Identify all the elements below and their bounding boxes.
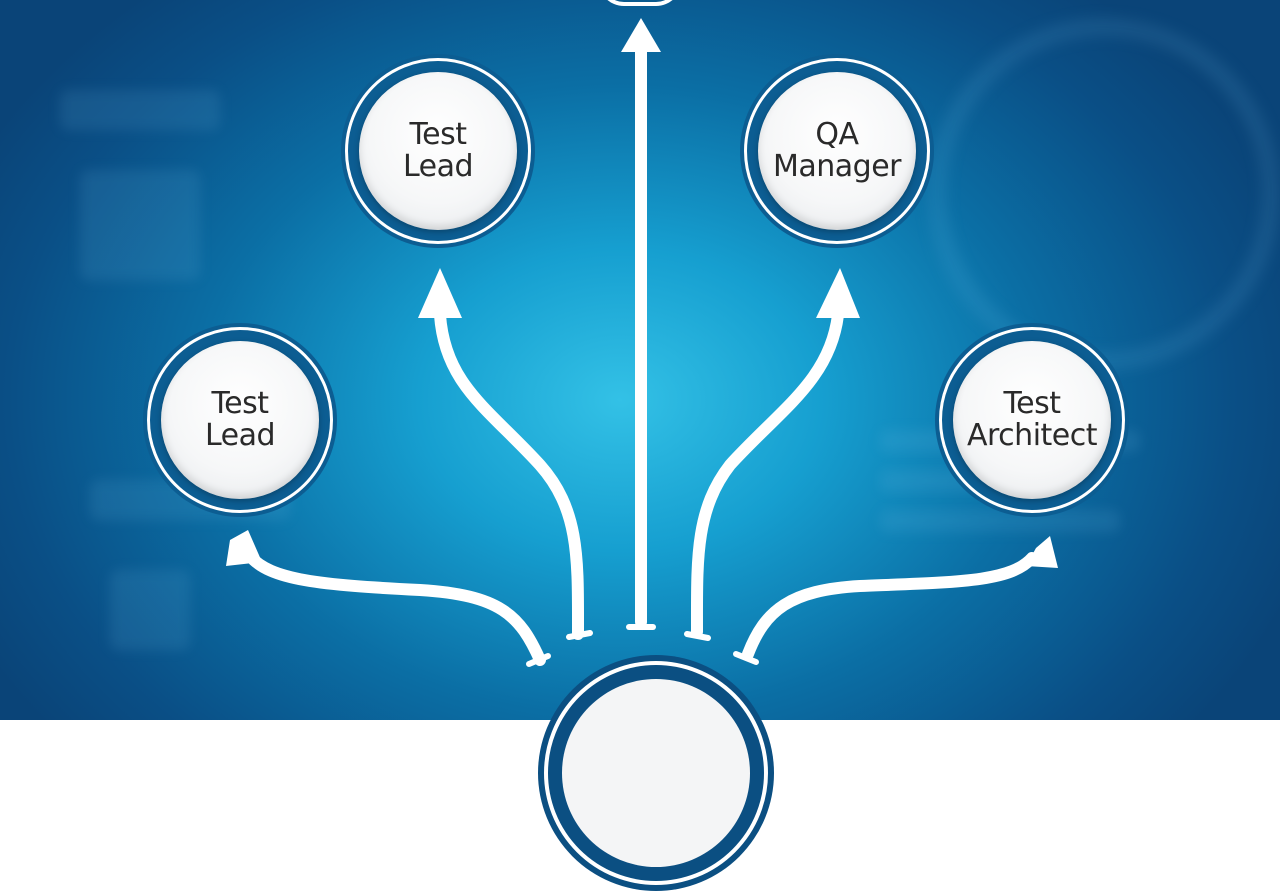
central-hub-node bbox=[538, 655, 774, 891]
node-label-line: QA bbox=[815, 117, 859, 152]
node-test-lead-top: Test Lead bbox=[341, 54, 535, 248]
node-label-line: Test bbox=[409, 117, 467, 152]
node-label-line: Test bbox=[211, 386, 269, 421]
arrowhead bbox=[418, 268, 462, 318]
node-qa-manager: QA Manager bbox=[740, 54, 934, 248]
node-label-line: Manager bbox=[773, 149, 902, 184]
arrowhead bbox=[621, 18, 661, 52]
background-decoration bbox=[80, 170, 200, 280]
node-test-architect: Test Architect bbox=[935, 323, 1129, 517]
arrow-tail-cap bbox=[566, 630, 593, 640]
arrowhead bbox=[1026, 536, 1058, 568]
background-decoration bbox=[880, 510, 1120, 532]
arrow-tail-cap bbox=[684, 631, 711, 641]
background-decoration bbox=[110, 570, 190, 650]
arrow-to-top-left-node bbox=[434, 309, 585, 640]
arrow-tail-cap bbox=[733, 651, 759, 665]
node-label-line: Test bbox=[1003, 386, 1061, 421]
arrow-to-top-right-node bbox=[690, 309, 844, 638]
node-test-lead-left: Test Lead bbox=[143, 323, 337, 517]
arrow-to-right-node bbox=[742, 552, 1038, 660]
arrowhead bbox=[816, 268, 860, 318]
node-label-line: Lead bbox=[402, 149, 474, 184]
arrow-tail-cap bbox=[526, 653, 551, 667]
node-label-line: Lead bbox=[204, 418, 276, 453]
background-decoration bbox=[60, 90, 220, 130]
arrow-to-left-node bbox=[244, 550, 546, 666]
node-label-line: Architect bbox=[966, 418, 1098, 453]
arrowhead bbox=[226, 530, 262, 566]
arrows-layer bbox=[0, 0, 1280, 720]
